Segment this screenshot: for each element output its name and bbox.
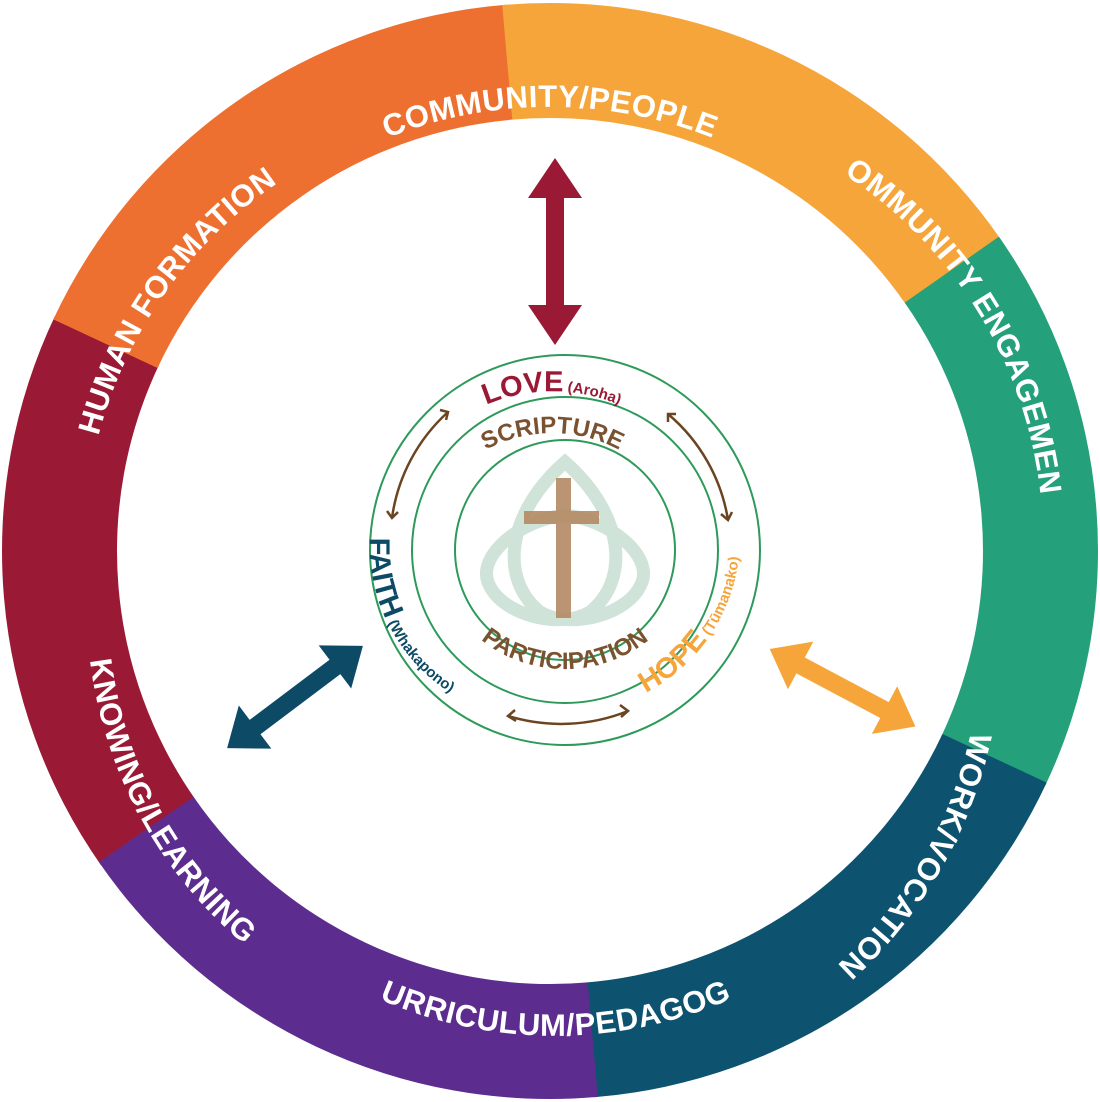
arrow-head: [619, 704, 630, 718]
inner-ring-middle: [411, 396, 719, 704]
double-arrow-upper-left: [390, 411, 449, 519]
connector-arrow-left: [227, 645, 363, 749]
cross-icon: [524, 478, 599, 618]
ring-segment-curriculum-pedagogy: [904, 236, 1098, 787]
virtue-love: LOVE(Aroha): [477, 366, 623, 411]
arrow-head: [720, 511, 734, 522]
connector-arrow-top: [528, 158, 582, 345]
inner-ring-outer: [369, 354, 761, 746]
outer-ring: [2, 3, 1098, 1099]
connector-arrow-right: [769, 641, 916, 734]
ring-segment-work-vocation: [502, 3, 1002, 306]
pillar-participation: PARTICIPATION: [477, 623, 652, 676]
ring-segment-human-formation: [98, 796, 598, 1099]
ring-segment-knowing-learning: [584, 733, 1047, 1098]
double-arrow-bottom: [507, 709, 629, 726]
arrow-head: [666, 412, 676, 422]
small-arrows: [385, 408, 734, 726]
inner-ring-inner: [454, 439, 676, 661]
double-arrow-upper-right: [667, 413, 730, 521]
virtue-faith: FAITH(Whakapono): [363, 538, 458, 697]
arrow-head: [505, 709, 517, 723]
arrow-head: [439, 408, 450, 421]
pillar-scripture: SCRIPTURE: [477, 412, 628, 455]
inner-rings: [369, 354, 761, 746]
ring-segment-community-people: [2, 315, 196, 866]
ring-segment-community-engagement: [53, 4, 516, 369]
arrow-head: [385, 510, 399, 520]
